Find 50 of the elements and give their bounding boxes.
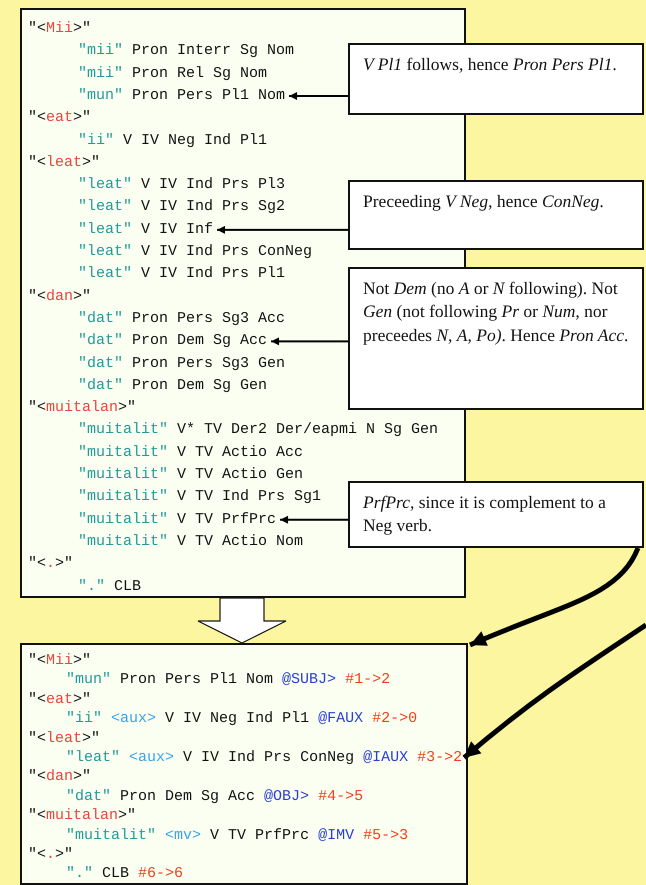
code-line: "muitalit" V TV Actio Gen xyxy=(78,464,304,486)
arrow xyxy=(469,546,640,648)
arrow xyxy=(217,226,348,234)
code-line: "<Mii>" xyxy=(28,18,92,40)
arrow xyxy=(280,516,348,524)
code-line: "dat" Pron Dem Sg Acc @OBJ> #4->5 xyxy=(66,786,364,806)
note-box: Not Dem (no A or N following). Not Gen (not following Pr or Num, nor preceedes N, A, Po). Hence Pron Acc. xyxy=(348,267,644,410)
code-line: "<.>" xyxy=(28,845,74,864)
code-line: "." CLB xyxy=(78,576,142,598)
code-line: "<.>" xyxy=(28,553,74,576)
code-line: "leat" V IV Inf xyxy=(78,218,214,241)
code-line: "muitalit" V TV Actio Acc xyxy=(78,442,304,464)
code-line: "dat" Pron Dem Sg Acc xyxy=(78,330,268,352)
note-box: V Pl1 follows, hence Pron Pers Pl1. xyxy=(348,43,644,115)
code-line: "leat" V IV Ind Prs Pl1 xyxy=(78,263,286,286)
code-line: "<leat>" xyxy=(28,728,100,748)
code-line: "leat" V IV Ind Prs Pl3 xyxy=(78,174,286,196)
note-box: Preceeding V Neg, hence ConNeg. xyxy=(348,180,644,250)
code-line: "muitalit" <mv> V TV PrfPrc @IMV #5->3 xyxy=(66,826,408,845)
code-line: "<leat>" xyxy=(28,152,100,174)
code-line: "dat" Pron Pers Sg3 Gen xyxy=(78,352,286,375)
code-line: "<dan>" xyxy=(28,286,92,308)
code-line: "muitalit" V TV Actio Nom xyxy=(78,530,304,554)
code-line: "mii" Pron Interr Sg Nom xyxy=(78,40,294,63)
code-line: "muitalit" V* TV Der2 Der/eapmi N Sg Gen xyxy=(78,419,438,442)
code-line: "." CLB #6->6 xyxy=(66,864,184,884)
code-line: "leat" V IV Ind Prs Sg2 xyxy=(78,196,286,219)
code-line: "<eat>" xyxy=(28,107,92,130)
code-line: "mun" Pron Pers Pl1 Nom xyxy=(78,84,286,108)
code-line: "mii" Pron Rel Sg Nom xyxy=(78,62,268,85)
code-line: "leat" <aux> V IV Ind Prs ConNeg @IAUX #3->2 xyxy=(66,748,462,768)
code-line: "<muitalan>" xyxy=(28,806,136,826)
code-line: "muitalit" V TV PrfPrc xyxy=(78,508,276,531)
code-line: "<eat>" xyxy=(28,690,92,710)
listing-panel xyxy=(20,643,468,885)
arrow xyxy=(289,92,348,100)
code-line: "ii" <aux> V IV Neg Ind Pl1 @FAUX #2->0 xyxy=(66,709,418,729)
code-line: "muitalit" V TV Ind Prs Sg1 xyxy=(78,486,322,509)
note-box: PrfPrc, since it is complement to a Neg verb. xyxy=(348,481,644,548)
code-line: "leat" V IV Ind Prs ConNeg xyxy=(78,241,312,264)
code-line: "ii" V IV Neg Ind Pl1 xyxy=(78,130,268,152)
code-line: "dat" Pron Pers Sg3 Acc xyxy=(78,308,286,330)
code-line: "<muitalan>" xyxy=(28,397,136,420)
code-line: "dat" Pron Dem Sg Gen xyxy=(78,374,268,398)
code-line: "<dan>" xyxy=(28,767,92,787)
code-line: "<Mii>" xyxy=(28,651,92,670)
code-line: "mun" Pron Pers Pl1 Nom @SUBJ> #1->2 xyxy=(66,670,390,690)
arrow xyxy=(462,622,646,760)
arrow xyxy=(271,337,348,346)
block-arrow xyxy=(197,597,287,644)
